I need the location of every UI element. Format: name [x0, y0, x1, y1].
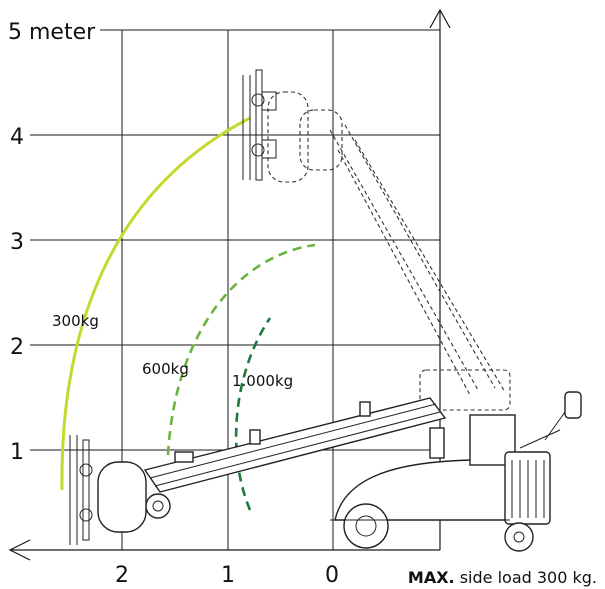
x-tick-1: 1: [221, 563, 235, 588]
x-tick-2: 2: [115, 563, 129, 588]
x-axis-arrow: [8, 539, 31, 561]
axes: [8, 8, 451, 561]
y-axis-arrow: [429, 8, 451, 29]
y-tick-4: 4: [10, 125, 24, 150]
y-tick-5: 5 meter: [8, 20, 96, 45]
load-curves: [60, 116, 316, 511]
y-tick-1: 1: [10, 440, 24, 465]
curve-label-300kg: 300kg: [52, 312, 99, 330]
boom-lowered: [143, 397, 447, 493]
max-side-load-note: MAX. side load 300 kg.: [408, 568, 597, 587]
curve-label-600kg: 600kg: [142, 360, 189, 378]
curve-label-1000kg: 1.000kg: [232, 372, 293, 390]
boom-raised-outline: [267, 91, 511, 411]
curve-300kg: [60, 116, 251, 491]
curve-600kg: [166, 243, 316, 456]
vacuum-head-lowered: [69, 435, 171, 545]
max-label: MAX.: [407, 568, 455, 587]
x-tick-0: 0: [325, 563, 339, 588]
vacuum-head-raised: [242, 69, 277, 181]
x-tick-labels: 2 1 0: [115, 563, 339, 588]
y-tick-labels: 5 meter 4 3 2 1: [8, 20, 96, 465]
y-tick-3: 3: [10, 230, 24, 255]
y-tick-2: 2: [10, 335, 24, 360]
side-load-text: side load 300 kg.: [459, 568, 597, 587]
machine-body: [330, 391, 582, 552]
curve-1000kg: [234, 317, 272, 511]
